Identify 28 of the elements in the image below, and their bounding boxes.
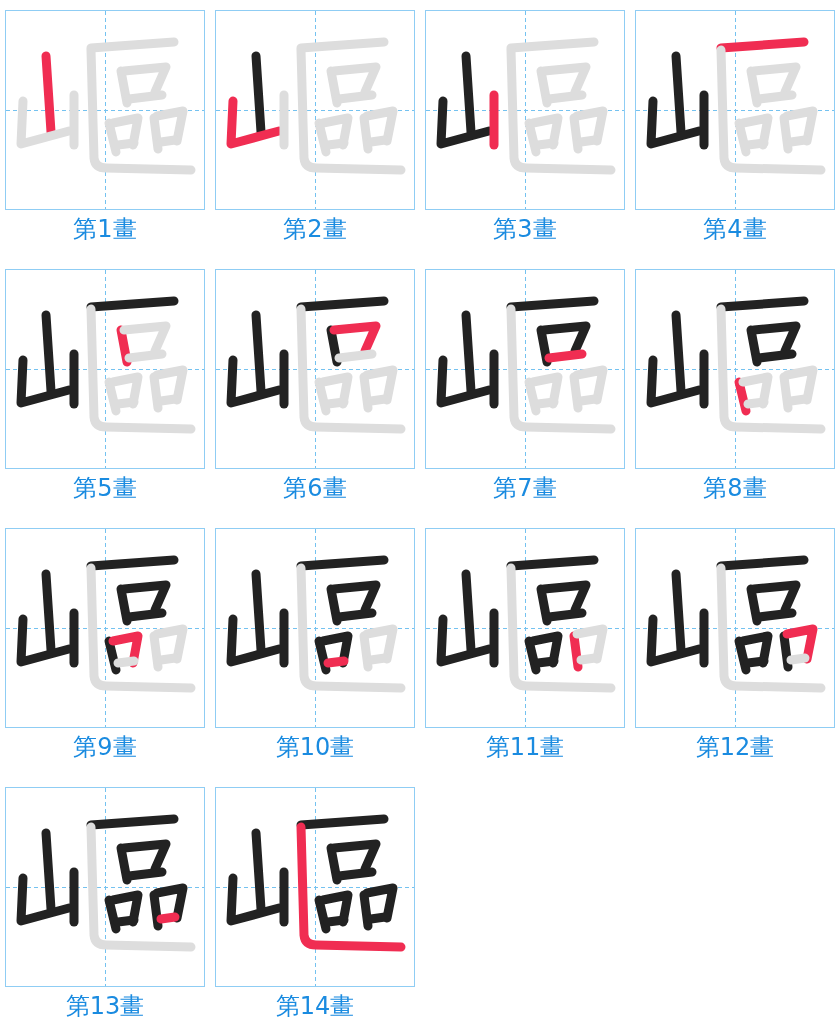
stroke-order-panel <box>635 528 835 728</box>
stroke-number-caption: 第5畫 <box>73 474 137 502</box>
stroke-order-panel <box>635 10 835 210</box>
stroke-number-caption: 第6畫 <box>283 474 347 502</box>
stroke-order-panel <box>215 787 415 987</box>
stroke-number-caption: 第13畫 <box>65 992 145 1020</box>
stroke-number-caption: 第2畫 <box>283 215 347 243</box>
stroke-number-caption: 第11畫 <box>485 733 565 761</box>
stroke-order-panel <box>215 10 415 210</box>
stroke-order-panel <box>635 269 835 469</box>
stroke-number-caption: 第14畫 <box>275 992 355 1020</box>
stroke-order-panel <box>5 528 205 728</box>
stroke-order-panel <box>5 10 205 210</box>
stroke-order-panel <box>425 269 625 469</box>
stroke-order-panel <box>5 787 205 987</box>
stroke-number-caption: 第3畫 <box>493 215 557 243</box>
stroke-number-caption: 第7畫 <box>493 474 557 502</box>
stroke-number-caption: 第4畫 <box>703 215 767 243</box>
stroke-number-caption: 第12畫 <box>695 733 775 761</box>
stroke-number-caption: 第1畫 <box>73 215 137 243</box>
stroke-order-panel <box>215 269 415 469</box>
stroke-number-caption: 第10畫 <box>275 733 355 761</box>
stroke-number-caption: 第9畫 <box>73 733 137 761</box>
stroke-order-panel <box>5 269 205 469</box>
stroke-order-panel <box>215 528 415 728</box>
stroke-order-panel <box>425 10 625 210</box>
stroke-number-caption: 第8畫 <box>703 474 767 502</box>
stroke-order-panel <box>425 528 625 728</box>
